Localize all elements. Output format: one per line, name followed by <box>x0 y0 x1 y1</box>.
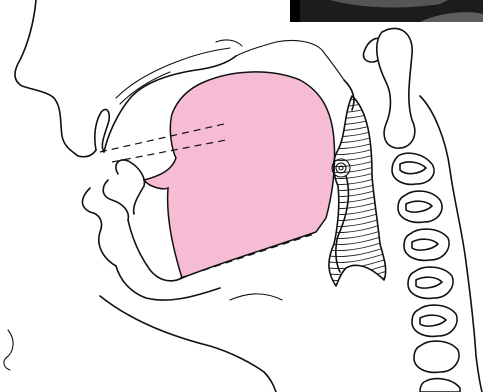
lower-teeth-outline <box>103 180 128 220</box>
airway-highlight <box>144 72 335 278</box>
larynx-line <box>230 294 282 300</box>
tongue-tip-outline <box>116 160 144 214</box>
hatch-line <box>300 308 400 323</box>
vertebra-c2 <box>377 28 415 148</box>
chin-outline <box>116 266 220 300</box>
cervical-vertebrae <box>363 28 482 392</box>
skull-base-inner <box>216 40 242 46</box>
hatch-line <box>300 302 400 317</box>
left-edge-curve <box>4 330 13 370</box>
neck-front-outline <box>100 296 276 392</box>
hyoid-ring-mid <box>336 163 346 173</box>
hatch-line <box>300 284 400 299</box>
hatch-line <box>300 278 400 293</box>
hatch-line <box>300 290 400 305</box>
upper-lip-outline <box>95 109 109 152</box>
face-profile-outline <box>15 0 96 157</box>
vertebra-t2-partial <box>420 379 460 392</box>
vertebra-t1 <box>414 341 459 372</box>
photo-inset-corner <box>290 0 483 22</box>
hatch-line <box>300 296 400 311</box>
